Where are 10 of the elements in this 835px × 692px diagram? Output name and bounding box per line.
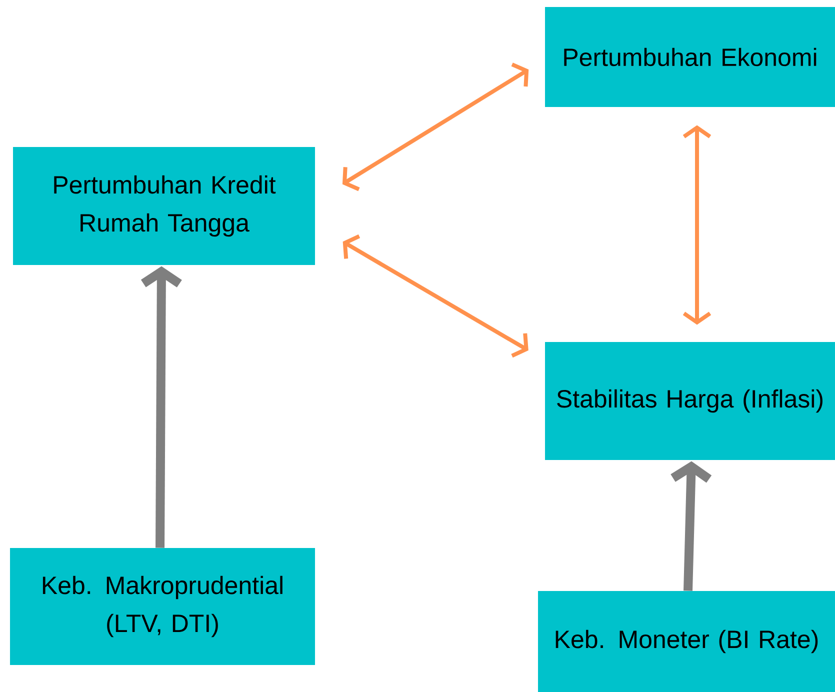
process-box: Pertumbuhan Ekonomi [545,7,835,107]
process-box: Keb. Moneter (BI Rate) [538,591,835,692]
arrow [670,461,712,591]
process-box: Pertumbuhan Kredit Rumah Tangga [13,147,315,265]
process-box: Keb. Makroprudential (LTV, DTI) [10,548,315,665]
arrow [342,234,528,358]
arrow [342,62,529,192]
arrow [140,266,182,548]
process-box: Stabilitas Harga (Inflasi) [545,342,835,460]
arrow [682,125,712,325]
